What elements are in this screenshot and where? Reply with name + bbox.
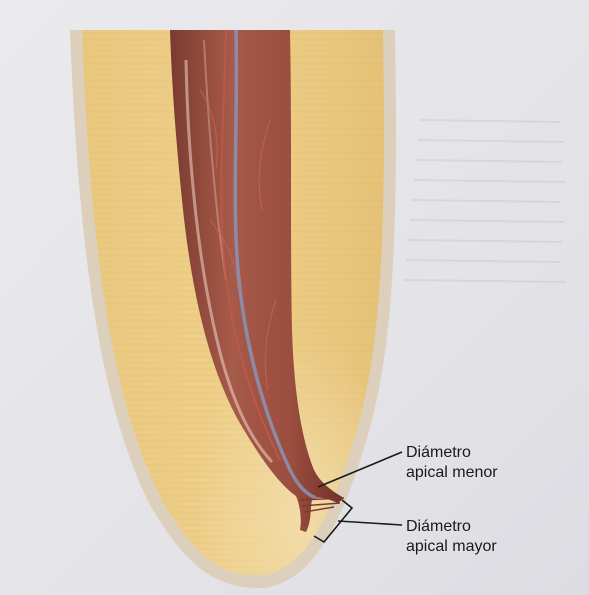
- label-minor-line1: Diámetro: [406, 443, 498, 463]
- label-minor-line2: apical menor: [406, 463, 498, 483]
- label-major-line1: Diámetro: [406, 517, 497, 537]
- label-apical-minor-diameter: Diámetro apical menor: [406, 443, 498, 483]
- label-apical-major-diameter: Diámetro apical mayor: [406, 517, 497, 557]
- label-major-line2: apical mayor: [406, 537, 497, 557]
